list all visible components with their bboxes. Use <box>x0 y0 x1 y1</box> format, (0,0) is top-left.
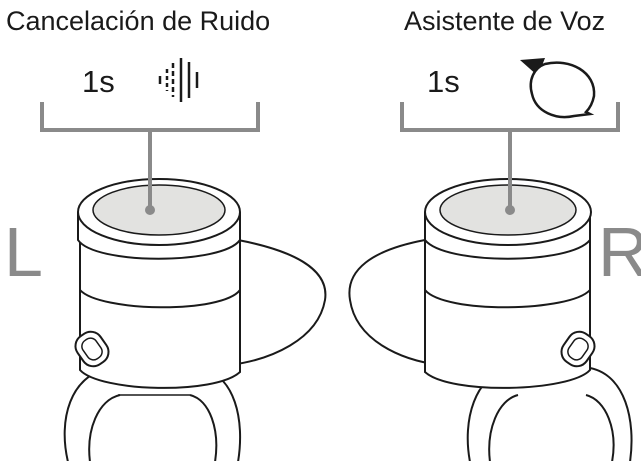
left-sensor-slot <box>74 330 110 368</box>
left-earbud-stem <box>229 239 327 366</box>
right-sensor-slot <box>560 330 596 368</box>
right-earbud-stem <box>348 239 441 366</box>
left-earbud <box>63 178 327 461</box>
right-earbud <box>348 178 633 461</box>
noise-cancellation-waveform-icon <box>158 58 199 102</box>
left-press-duration: 1s <box>82 64 115 99</box>
right-touch-point <box>505 205 515 215</box>
right-press-duration: 1s <box>427 64 460 99</box>
left-touch-surface <box>92 184 226 236</box>
left-function-title: Cancelación de Ruido <box>6 6 271 36</box>
left-bracket <box>40 102 260 212</box>
left-touch-point <box>145 205 155 215</box>
left-side-label: L <box>4 213 43 291</box>
right-bracket <box>400 102 620 212</box>
right-function-title: Asistente de Voz <box>404 6 606 36</box>
right-side-label: R <box>598 213 641 291</box>
voice-assistant-speech-bubble-icon <box>520 58 596 119</box>
